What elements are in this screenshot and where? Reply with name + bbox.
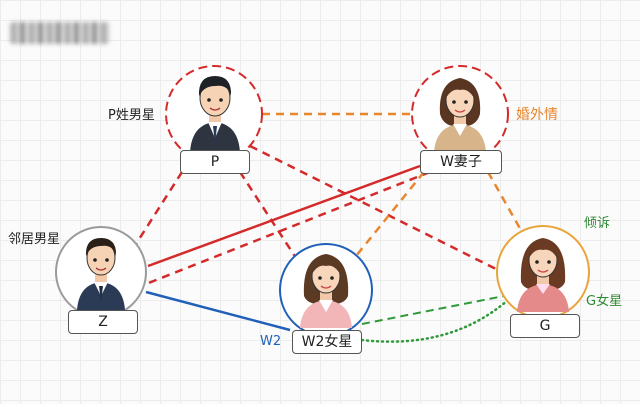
blurred-watermark bbox=[10, 22, 110, 44]
man-avatar-p bbox=[190, 76, 240, 152]
edge-z-w2 bbox=[145, 290, 291, 332]
annotation-confide: 倾诉 bbox=[584, 216, 611, 231]
edge-p-z bbox=[134, 171, 184, 245]
side-label-w2: W2 bbox=[260, 334, 282, 349]
edge-w-z-dashed bbox=[145, 170, 431, 286]
side-label-w: 婚外情 bbox=[516, 107, 558, 123]
node-label-z: Z bbox=[68, 310, 138, 334]
node-label-w: W妻子 bbox=[420, 150, 502, 174]
edge-p-g bbox=[249, 144, 503, 274]
edge-w2-g-dotted bbox=[360, 298, 510, 343]
edge-w-w2 bbox=[355, 171, 425, 257]
woman-avatar-w2 bbox=[300, 254, 352, 328]
woman-avatar-g bbox=[517, 238, 569, 312]
woman-avatar-w bbox=[434, 78, 486, 152]
man-avatar-z bbox=[77, 238, 125, 310]
side-label-p: P姓男星 bbox=[108, 108, 155, 123]
side-label-g: G女星 bbox=[586, 294, 623, 309]
node-label-p: P bbox=[180, 150, 250, 174]
edge-w-g bbox=[486, 171, 524, 233]
node-label-w2: W2女星 bbox=[292, 330, 362, 354]
side-label-z: 邻居男星 bbox=[8, 232, 61, 247]
edge-w-z-solid bbox=[147, 164, 421, 268]
edge-p-w2 bbox=[238, 171, 298, 259]
edge-w2-g-dashed bbox=[361, 295, 505, 325]
node-label-g: G bbox=[510, 314, 580, 338]
